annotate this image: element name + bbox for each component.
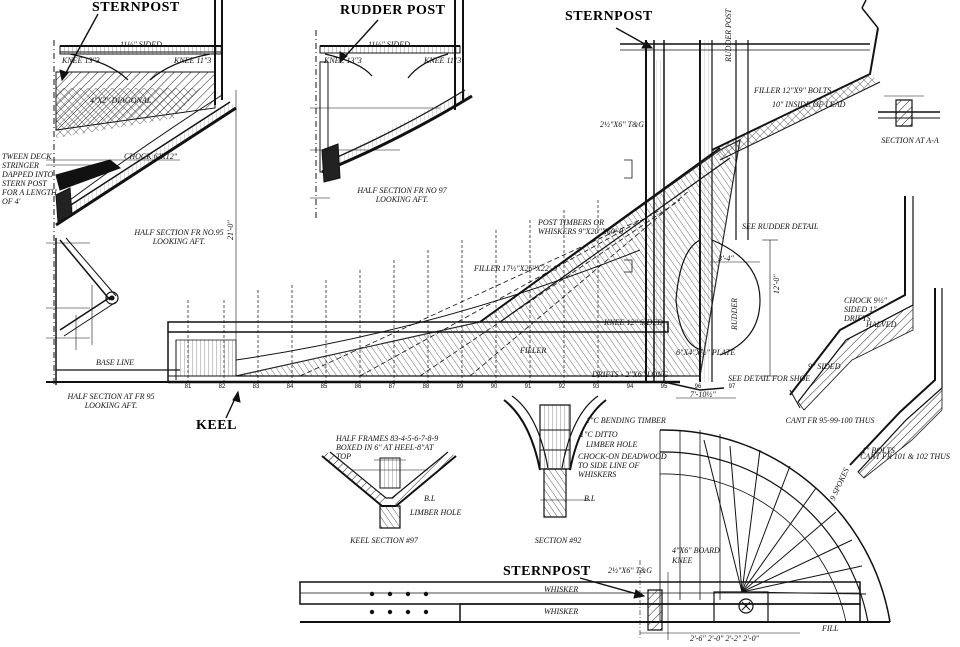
label-knee-b: KNEE 11"3 (174, 56, 212, 65)
label-sided-11-5-a: 11½" SIDED (120, 40, 162, 49)
section-aa (878, 96, 940, 126)
label-chock-sided: CHOCK 9½" SIDED 1" DRIFTS (844, 296, 887, 323)
frame-number: 88 (422, 384, 430, 390)
label-dim-21-0: 21'-0" (226, 220, 235, 240)
half-section-fr95-upper (46, 0, 236, 385)
label-chock: CHOCK 6"X12" (124, 152, 178, 161)
frame-number: 82 (218, 384, 226, 390)
label-rudder-detail: SEE RUDDER DETAIL (742, 222, 819, 231)
label-filler-low: FILLER (520, 346, 547, 355)
frame-number: 90 (490, 384, 498, 390)
caption-cant-fr-101-102: CANT FR 101 & 102 THUS (860, 452, 950, 461)
label-bl-a: B.L (424, 494, 436, 503)
frame-number: 85 (320, 384, 328, 390)
cant-frames (790, 196, 942, 478)
label-rudder-post: RUDDER POST (724, 8, 733, 62)
plan-view (300, 430, 890, 640)
frame-number: 83 (252, 384, 260, 390)
label-filler-top: FILLER 12"X9" BOLTS (754, 86, 832, 95)
frame-number: 92 (558, 384, 566, 390)
label-diagonal: 4"X2" DIAGONAL (90, 96, 152, 105)
label-knee-c: KNEE 13"3 (324, 56, 362, 65)
label-shoe-detail: SEE DETAIL FOR SHOE (728, 374, 811, 383)
callout-keel: KEEL (196, 418, 237, 433)
label-drifts: DRIFTS - 2"X6" LONG (592, 370, 669, 379)
label-inside-lead: 10" INSIDE OF LEAD (772, 100, 846, 109)
frame-number: 94 (626, 384, 634, 390)
label-tween-deck: TWEEN DECK STRINGER DAPPED INTO STERN PO… (2, 152, 57, 206)
label-bl-b: B.L (584, 494, 596, 503)
label-rudder-vertical: RUDDER (730, 298, 739, 330)
label-plate: 6"X4"X½" PLATE (676, 348, 736, 357)
section-92-drawing (504, 396, 606, 517)
callout-sternpost-top-left: STERNPOST (92, 0, 180, 15)
caption-half-section-fr95-upper: HALF SECTION FR NO.95 LOOKING AFT. (134, 228, 224, 246)
label-board-bottom: 4"X6" BOARD (672, 546, 720, 555)
label-fill: FILL (822, 624, 839, 633)
label-whisker-b: WHISKER (544, 607, 579, 616)
label-whisker-a: WHISKER (544, 585, 579, 594)
keel-section-97-drawing (322, 452, 456, 528)
caption-half-section-fr97: HALF SECTION FR NO 97 LOOKING AFT. (357, 186, 447, 204)
caption-cant-fr-95-99-100: CANT FR 95-99-100 THUS (785, 416, 875, 425)
label-base-line: BASE LINE (96, 358, 134, 367)
label-bolts: 1" BOLTS (862, 446, 895, 455)
frame-number: 89 (456, 384, 464, 390)
half-section-fr97 (310, 0, 472, 220)
frame-number: 84 (286, 384, 294, 390)
label-knee-sided: KNEE 12" SIDED (604, 318, 663, 327)
label-half-frames: HALF FRAMES 83-4-5-6-7-8-9 BOXED IN 6" A… (336, 434, 439, 461)
label-halved: HALVED (866, 320, 897, 329)
half-section-fr95-lower (46, 238, 180, 385)
frame-number: 96 (694, 384, 702, 390)
callout-sternpost-bottom: STERNPOST (503, 564, 591, 579)
caption-keel-section-97: KEEL SECTION #97 (350, 536, 418, 545)
frame-number: 91 (524, 384, 532, 390)
label-limber-hole-b: LIMBER HOLE (410, 508, 462, 517)
frame-number: 81 (184, 384, 192, 390)
callout-sternpost-top-center: STERNPOST (565, 9, 653, 24)
label-dim-bottom: 2'-6" 2'-0" 2'-2" 2'-0" (690, 634, 759, 643)
label-dim-12-0: 12'-0" (772, 274, 781, 294)
label-sided-9: 9" SIDED (808, 362, 841, 371)
frame-number: 95 (660, 384, 668, 390)
frame-number: 93 (592, 384, 600, 390)
frame-number: 87 (388, 384, 396, 390)
label-knee-bottom: KNEE (672, 556, 693, 565)
label-filler-mid: FILLER 17½"X26"X22'-0 (474, 264, 558, 273)
stern-profile (168, 0, 880, 418)
label-dim-7-10: 7'-10½" (690, 390, 716, 399)
label-sided-11-5-b: 11½" SIDED (368, 40, 410, 49)
caption-section-92: SECTION #92 (534, 536, 582, 545)
frame-number: 97 (728, 384, 736, 390)
label-chock-deadwood: CHOCK-ON DEADWOOD TO SIDE LINE OF WHISKE… (578, 452, 667, 479)
callout-rudder-post: RUDDER POST (340, 3, 446, 18)
label-bending-timber: 1"C BENDING TIMBER (586, 416, 666, 425)
label-post-timbers: POST TIMBERS OR WHISKERS 9"X20"X60'-0 (538, 218, 624, 236)
caption-section-aa: SECTION AT A-A (881, 136, 939, 145)
label-knee-d: KNEE 11"3 (424, 56, 462, 65)
label-knee-a: KNEE 13"3 (62, 56, 100, 65)
label-ditto: 1"C DITTO (580, 430, 618, 439)
frame-number: 86 (354, 384, 362, 390)
label-tg-bottom: 2½"X6" T&G (608, 566, 653, 575)
label-tg-top: 2½"X6" T&G (600, 120, 645, 129)
label-limber-hole-a: LIMBER HOLE (586, 440, 638, 449)
label-dim-3-4: 3'-4" (718, 254, 734, 263)
caption-half-section-fr95-lower: HALF SECTION AT FR 95 LOOKING AFT. (67, 392, 155, 410)
